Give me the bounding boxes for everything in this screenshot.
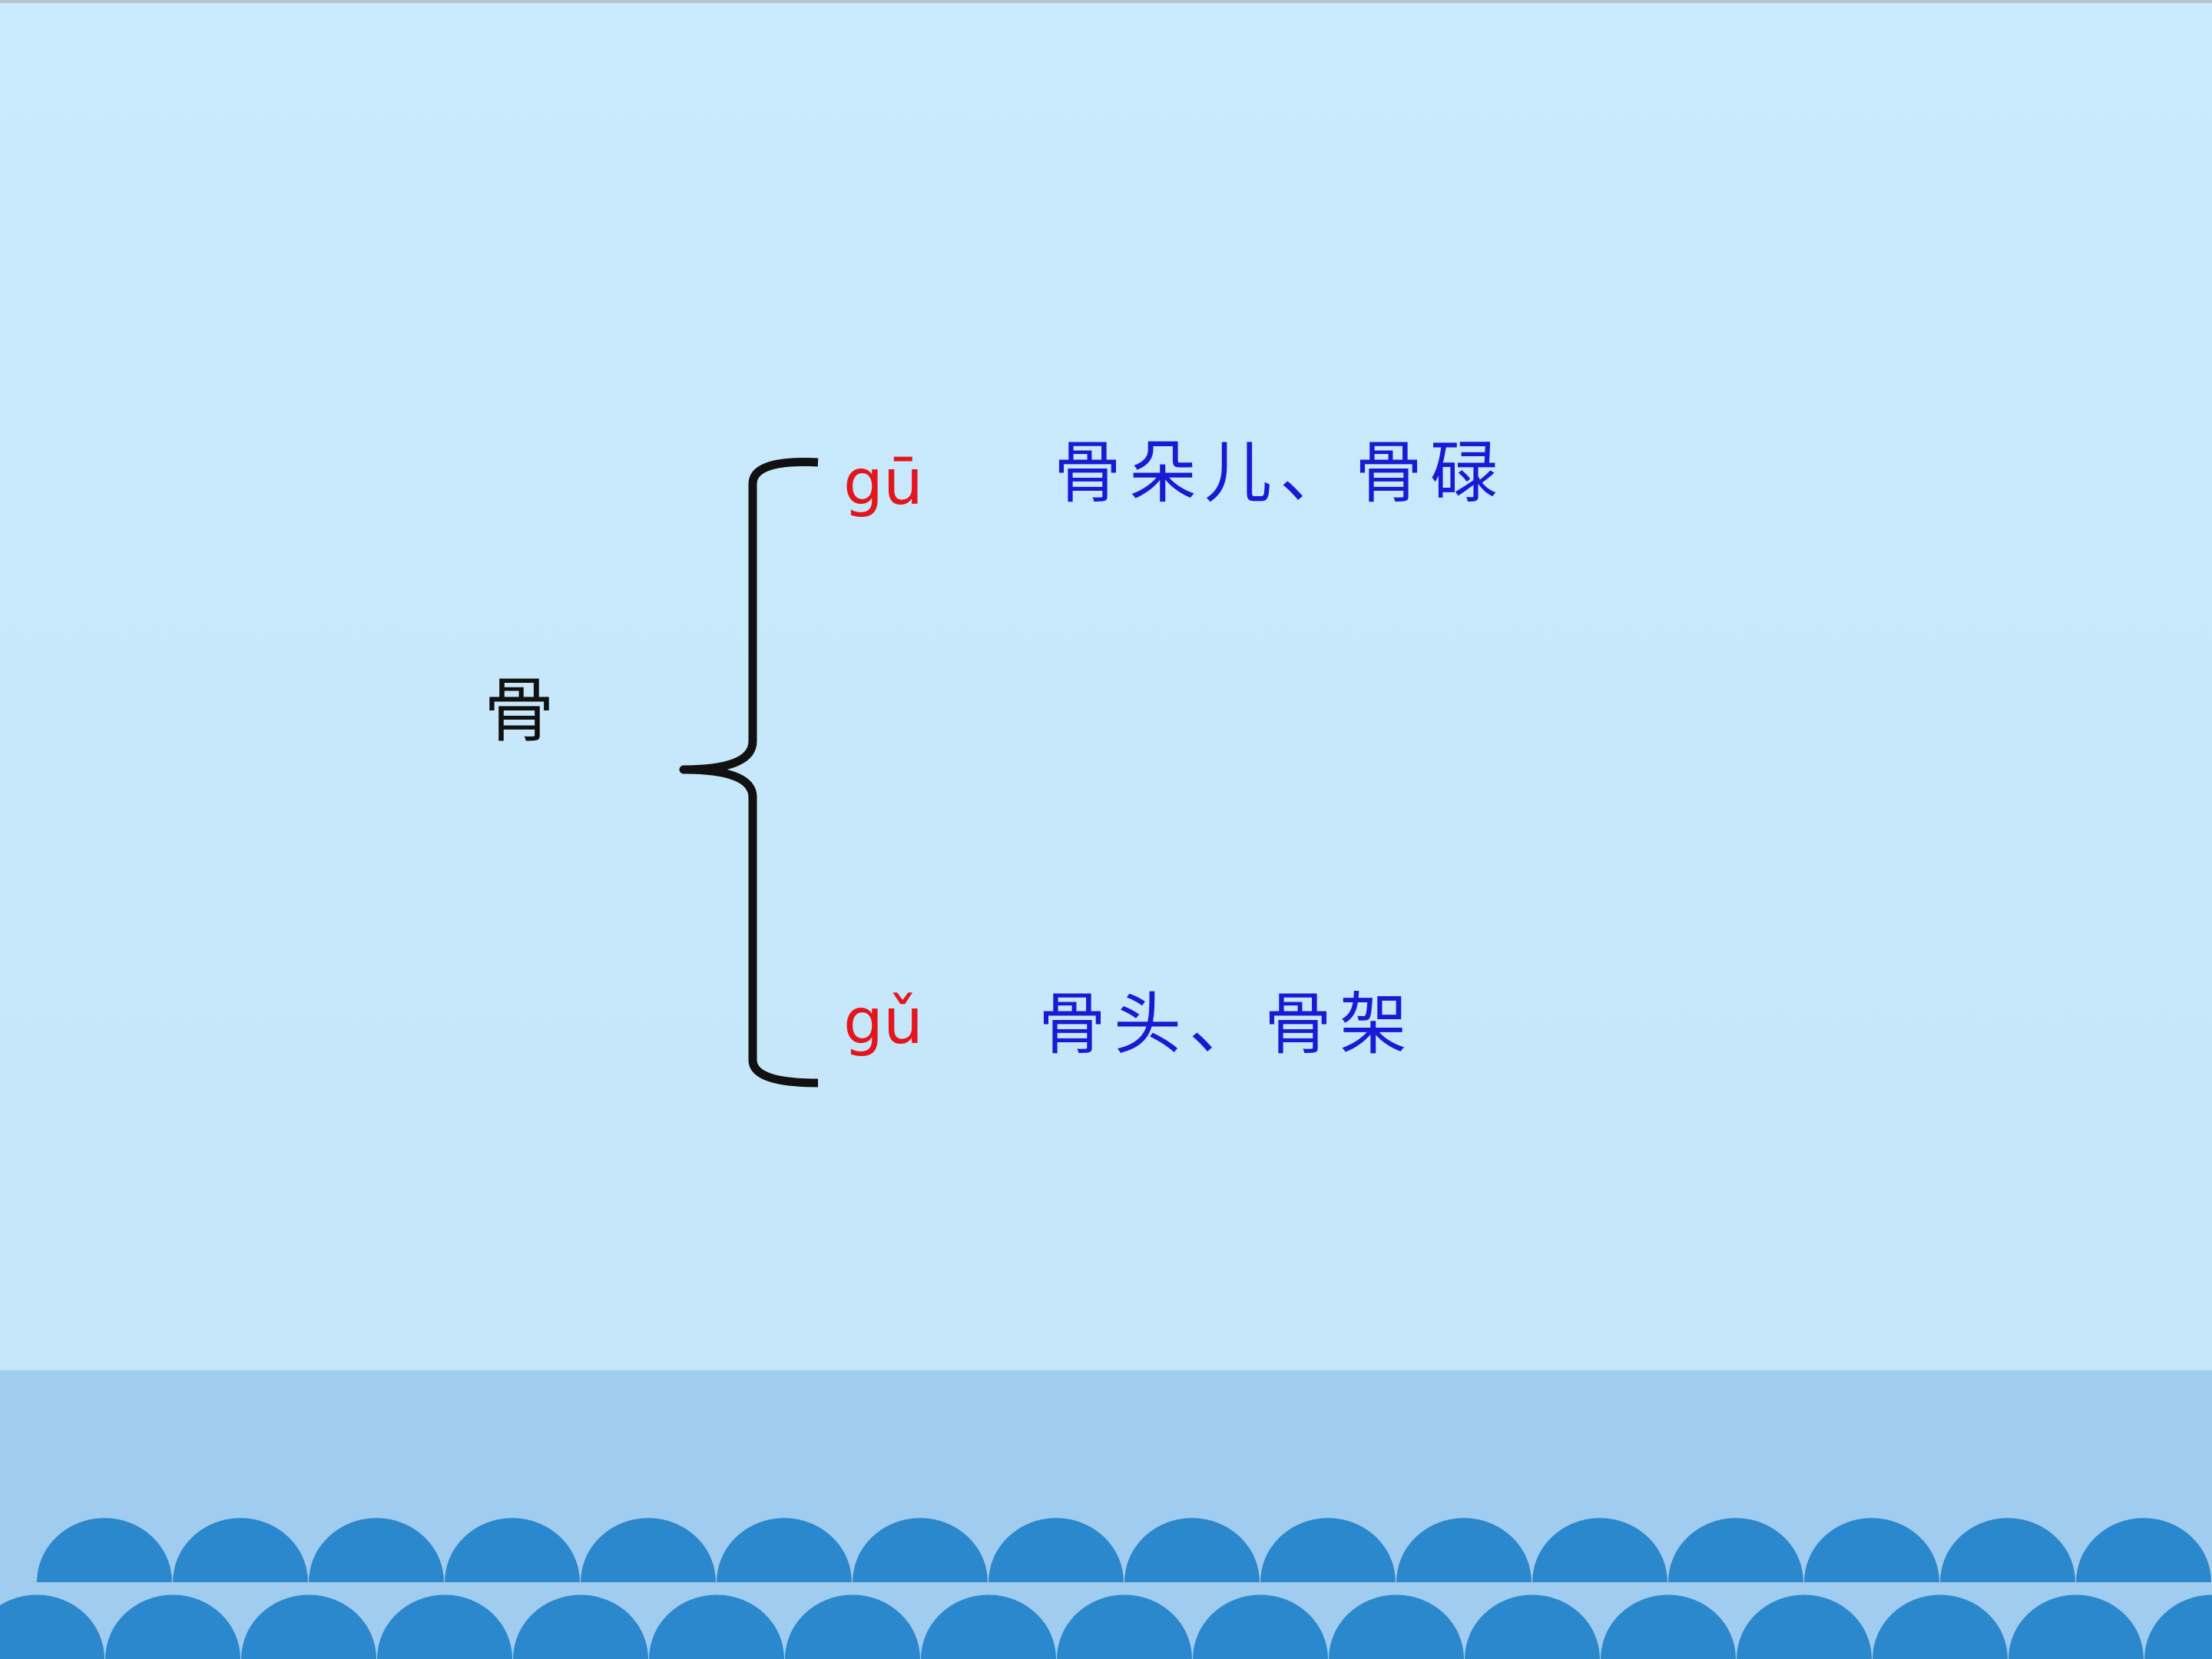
wave-scallop [173, 1518, 308, 1582]
reading-1-words: 骨朵儿、骨碌 [1054, 433, 1506, 512]
wave-scallop [1873, 1594, 2008, 1659]
wave-scallop [2144, 1594, 2212, 1659]
wave-scallop [1940, 1518, 2075, 1582]
wave-scallop [1396, 1518, 1532, 1582]
wave-scallop [1804, 1518, 1939, 1582]
wave-scallop [1532, 1518, 1667, 1582]
wave-scallop [309, 1518, 444, 1582]
wave-scallop [785, 1594, 920, 1659]
wave-scallop [2076, 1518, 2211, 1582]
wave-scallop [241, 1594, 376, 1659]
wave-scallop [513, 1594, 648, 1659]
wave-scallop [1668, 1518, 1803, 1582]
reading-2-pinyin: gǔ [843, 985, 924, 1058]
wave-scallop [1601, 1594, 1736, 1659]
top-border [0, 0, 2212, 3]
wave-scallop [2008, 1594, 2144, 1659]
wave-scallop [105, 1594, 240, 1659]
wave-scallop [37, 1518, 172, 1582]
wave-scallop [377, 1594, 512, 1659]
wave-scallop [921, 1594, 1056, 1659]
wave-scallop [0, 1594, 104, 1659]
wave-scallop [1260, 1518, 1396, 1582]
wave-scallop [1193, 1594, 1328, 1659]
wave-scallop [1737, 1594, 1872, 1659]
wave-scallop [853, 1518, 988, 1582]
reading-1-pinyin: gū [843, 446, 924, 519]
wave-scallop [1124, 1518, 1260, 1582]
wave-decoration [0, 1518, 2212, 1659]
wave-scallop [581, 1518, 716, 1582]
main-character: 骨 [484, 670, 555, 752]
wave-scallop [1465, 1594, 1600, 1659]
wave-scallop [649, 1594, 784, 1659]
wave-scallop [988, 1518, 1124, 1582]
reading-2-words: 骨头、骨架 [1038, 985, 1416, 1064]
wave-scallop [1329, 1594, 1464, 1659]
brace-icon [679, 458, 819, 1088]
wave-scallop [717, 1518, 852, 1582]
wave-scallop [445, 1518, 580, 1582]
wave-scallop [1057, 1594, 1192, 1659]
